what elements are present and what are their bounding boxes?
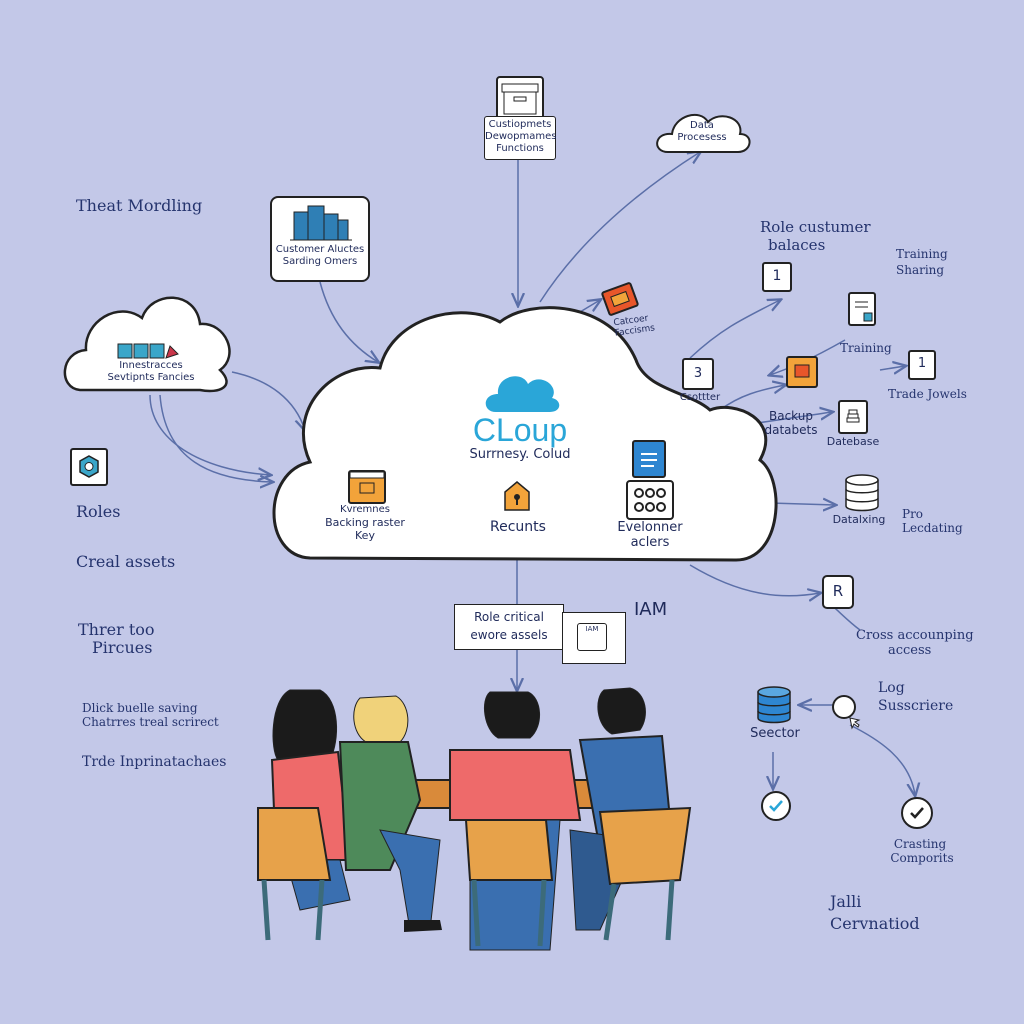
- database-label: Datebase: [826, 435, 880, 448]
- log-line2: Susscriere: [878, 698, 954, 714]
- pircues-note: Pircues: [92, 638, 153, 657]
- datalxing-label: Datalxing: [832, 513, 886, 526]
- database-stack-icon: [838, 400, 868, 434]
- main-item3-line1: Evelonner: [617, 520, 683, 535]
- r-letter-icon: R: [822, 575, 854, 609]
- magnifier-pointer-icon: [830, 694, 864, 730]
- hex-nut-icon: [70, 448, 108, 486]
- main-item1-line3: Key: [355, 529, 375, 542]
- arrow-left-cloud-2: [149, 394, 270, 475]
- arrow-data-cloud: [539, 152, 700, 303]
- dlick-note-line1: Dlick buelle saving: [82, 701, 198, 715]
- main-item1-line1: Kvremnes: [340, 504, 390, 515]
- grid-keypad-icon: [626, 480, 674, 520]
- server-stack-icon: [756, 686, 792, 726]
- person-2: [338, 695, 442, 932]
- arrow-r: [689, 564, 820, 596]
- functions-box: Custiopmets Dewopmames Functions: [484, 116, 556, 160]
- check-icon-2: [900, 796, 934, 830]
- orange-card-icon: [600, 281, 640, 317]
- data-cloud-line2: Procesess: [677, 132, 727, 143]
- creal-assets-note: Creal assets: [76, 552, 176, 571]
- cross-access-line2: access: [888, 643, 932, 658]
- badge-2-number: 1: [917, 356, 927, 371]
- jalli-line2: Cervnatiod: [830, 914, 920, 933]
- arrow-datalxing: [769, 503, 835, 505]
- threr-too-note: Threr too: [78, 620, 155, 639]
- role-critical-line2: ewore assels: [470, 628, 548, 642]
- functions-box-line3: Functions: [496, 143, 544, 154]
- badge-1-icon: 1: [762, 262, 792, 292]
- training-sharing-line1: Training: [896, 247, 948, 261]
- calendar-icon: 3: [682, 358, 714, 390]
- customer-aluctes-box: Customer Aluctes Sarding Omers: [270, 196, 370, 282]
- functions-box-line1: Custiopmets: [488, 119, 552, 130]
- customer-box-line2: Sarding Omers: [282, 256, 358, 267]
- jalli-line1: Jalli: [830, 892, 862, 911]
- main-cloud-title: CLoup: [472, 412, 568, 448]
- iam-label: IAM: [634, 599, 668, 620]
- main-item1-line2: Backing raster: [325, 516, 405, 529]
- main-item3-line2: aclers: [630, 535, 670, 550]
- role-critical-line1: Role critical: [474, 610, 544, 624]
- crasting-line2: Comporits: [890, 851, 954, 865]
- role-customer-line1: Role custumer: [760, 218, 871, 236]
- main-item2: Recunts: [490, 519, 546, 535]
- trde-note: Trde Inprinatachaes: [82, 754, 227, 770]
- building-icon: [290, 205, 352, 241]
- arrow-role-customer: [689, 300, 780, 359]
- crasting-line1: Crasting: [893, 837, 947, 851]
- training-label: Training: [840, 341, 892, 355]
- role-critical-box: Role critical ewore assels: [454, 604, 564, 650]
- arrow-left-cloud-3: [159, 394, 272, 482]
- role-customer-line2: balaces: [768, 236, 826, 254]
- person-1: [257, 689, 352, 941]
- browser-folder-icon: [348, 470, 386, 504]
- trade-jowels-label: Trade Jowels: [888, 387, 967, 401]
- csottter-label: Csottter: [679, 392, 721, 403]
- document-lock-icon: [848, 292, 876, 326]
- training-sharing-line2: Sharing: [896, 263, 945, 277]
- badge-2-icon: 1: [908, 350, 936, 380]
- calendar-number: 3: [693, 366, 703, 381]
- check-icon-1: [760, 790, 792, 822]
- arrow-trade-jowels: [879, 366, 905, 370]
- log-line1: Log: [878, 680, 905, 696]
- seector-label: Seector: [750, 726, 800, 741]
- pro-line1: Pro: [902, 507, 924, 521]
- badge-1-number: 1: [772, 268, 782, 284]
- r-letter: R: [832, 582, 844, 600]
- cross-access-line1: Cross accounping: [856, 628, 974, 643]
- backup-line1: Backup: [769, 409, 813, 423]
- roles-note: Roles: [76, 502, 121, 521]
- main-cloud-subtitle: Surrnesy. Colud: [469, 447, 571, 462]
- functions-box-line2: Dewopmames: [485, 131, 557, 142]
- orange-box-icon: [786, 356, 818, 388]
- left-cloud-line2: Sevtipnts Fancies: [107, 372, 195, 383]
- iam-card-icon: IAM: [562, 612, 626, 664]
- person-4: [569, 687, 692, 941]
- iam-inner-card: IAM: [577, 623, 607, 651]
- archive-box-icon: [496, 76, 544, 120]
- arrow-log-down: [849, 724, 915, 795]
- document-icon: [632, 440, 666, 478]
- database-cylinder-icon: [844, 474, 880, 512]
- customer-box-line1: Customer Aluctes: [275, 244, 365, 255]
- arrow-left-cloud-1: [231, 371, 305, 430]
- dlick-note-line2: Chatrres treal scrirect: [82, 715, 219, 729]
- arrow-customer-box: [319, 281, 378, 362]
- infrastructure-icon: [116, 342, 180, 360]
- threat-modeling-note: Theat Mordling: [76, 196, 203, 215]
- pro-line2: Lecdating: [902, 521, 963, 535]
- lock-tag-icon: [502, 480, 532, 512]
- left-cloud-line1: Innestracces: [119, 360, 183, 371]
- person-3: [449, 691, 582, 951]
- data-cloud-line1: Data: [690, 120, 714, 131]
- iam-card-text: IAM: [585, 625, 599, 633]
- backup-line2: databets: [764, 423, 818, 437]
